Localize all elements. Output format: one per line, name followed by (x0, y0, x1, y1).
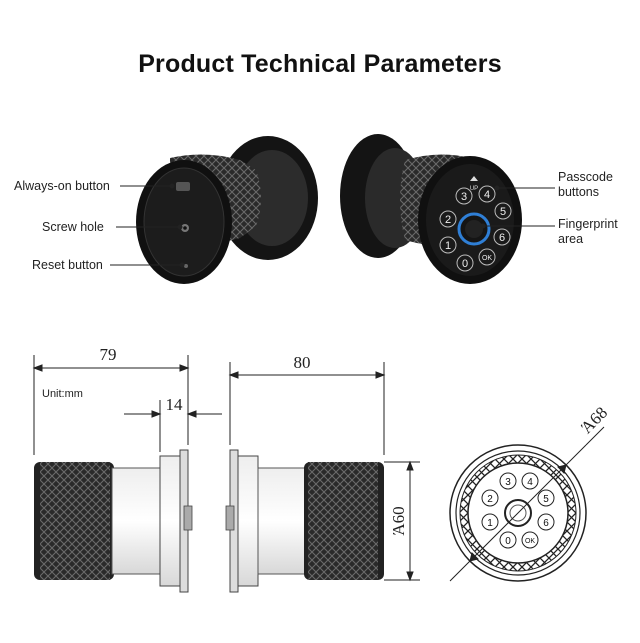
drawing-key-ok (521, 531, 539, 549)
up-label: UP (470, 186, 478, 192)
drawing-left-knurl (40, 462, 110, 580)
photo-key-6 (493, 228, 511, 246)
drawing-key-3 (499, 472, 517, 490)
drawing-key-2 (481, 489, 499, 507)
right-callouts (480, 185, 555, 229)
label-reset-button: Reset button (32, 258, 103, 272)
label-fingerprint-line2: area (558, 232, 584, 246)
drawing-key-4-label: 4 (527, 477, 533, 488)
photo-key-4-label: 4 (484, 189, 490, 201)
drawing-key-0 (499, 531, 517, 549)
knob-back-photo (136, 136, 318, 284)
dim-60 (384, 460, 420, 582)
drawing-key-5 (537, 489, 555, 507)
drawing-key-1-label: 1 (487, 518, 493, 529)
drawing-left-knob (34, 449, 193, 593)
photo-key-1-label: 1 (445, 240, 451, 252)
label-passcode-buttons: Passcode buttons (558, 170, 613, 200)
drawing-key-6-label: 6 (543, 518, 549, 529)
left-callouts (110, 183, 185, 268)
unit-label: Unit:mm (42, 388, 83, 400)
dim-14 (124, 400, 222, 452)
dim-60-label: Ά60 (389, 506, 408, 535)
drawing-left-flange (159, 455, 181, 587)
photo-key-0-label: 0 (462, 258, 468, 270)
label-passcode-line1: Passcode (558, 170, 613, 184)
drawing-right-knob (225, 449, 384, 593)
reset-button-icon (184, 264, 188, 268)
photo-key-2 (439, 210, 457, 228)
photo-key-4 (478, 185, 496, 203)
dim-80-label: 80 (294, 353, 311, 372)
drawing-left-shaft (111, 467, 161, 575)
photo-key-3-label: 3 (461, 191, 467, 203)
label-fingerprint-line1: Fingerprint (558, 217, 618, 231)
drawing-key-6 (537, 513, 555, 531)
dim-68 (449, 426, 605, 582)
knob-front-photo: UP 3 4 2 5 1 6 0 OK (340, 134, 522, 284)
photo-key-ok-label: OK (482, 255, 492, 262)
photo-key-5-label: 5 (500, 206, 506, 218)
drawing-key-1 (481, 513, 499, 531)
drawing-key-5-label: 5 (543, 494, 549, 505)
drawing-key-0-label: 0 (505, 536, 511, 547)
dim-14-label: 14 (166, 395, 184, 414)
dim-79-label: 79 (100, 345, 117, 364)
drawing-right-flange (237, 455, 259, 587)
photo-key-2-label: 2 (445, 214, 451, 226)
dim-68-label: Ά68 (577, 403, 611, 437)
label-fingerprint-area: Fingerprint area (558, 217, 618, 247)
up-arrow-icon (470, 176, 478, 181)
photo-key-ok (478, 248, 496, 266)
label-screw-hole: Screw hole (42, 220, 104, 234)
always-on-button-icon (176, 182, 190, 191)
photo-key-1 (439, 236, 457, 254)
photo-key-3 (455, 187, 473, 205)
drawing-key-3-label: 3 (505, 477, 511, 488)
label-always-on-button: Always-on button (14, 179, 110, 193)
page-title: Product Technical Parameters (138, 50, 502, 78)
photo-keypad: 3 4 2 5 1 6 0 OK (439, 185, 512, 272)
drawing-key-2-label: 2 (487, 494, 493, 505)
photo-key-0 (456, 254, 474, 272)
dim-80 (228, 362, 386, 455)
drawing-right-knurl (308, 462, 378, 580)
drawing-key-4 (521, 472, 539, 490)
dim-79 (32, 355, 190, 455)
photo-key-6-label: 6 (499, 232, 505, 244)
drawing-right-shaft (257, 467, 307, 575)
drawing-key-ok-label: OK (525, 538, 535, 545)
photo-key-5 (494, 202, 512, 220)
label-passcode-line2: buttons (558, 185, 600, 199)
